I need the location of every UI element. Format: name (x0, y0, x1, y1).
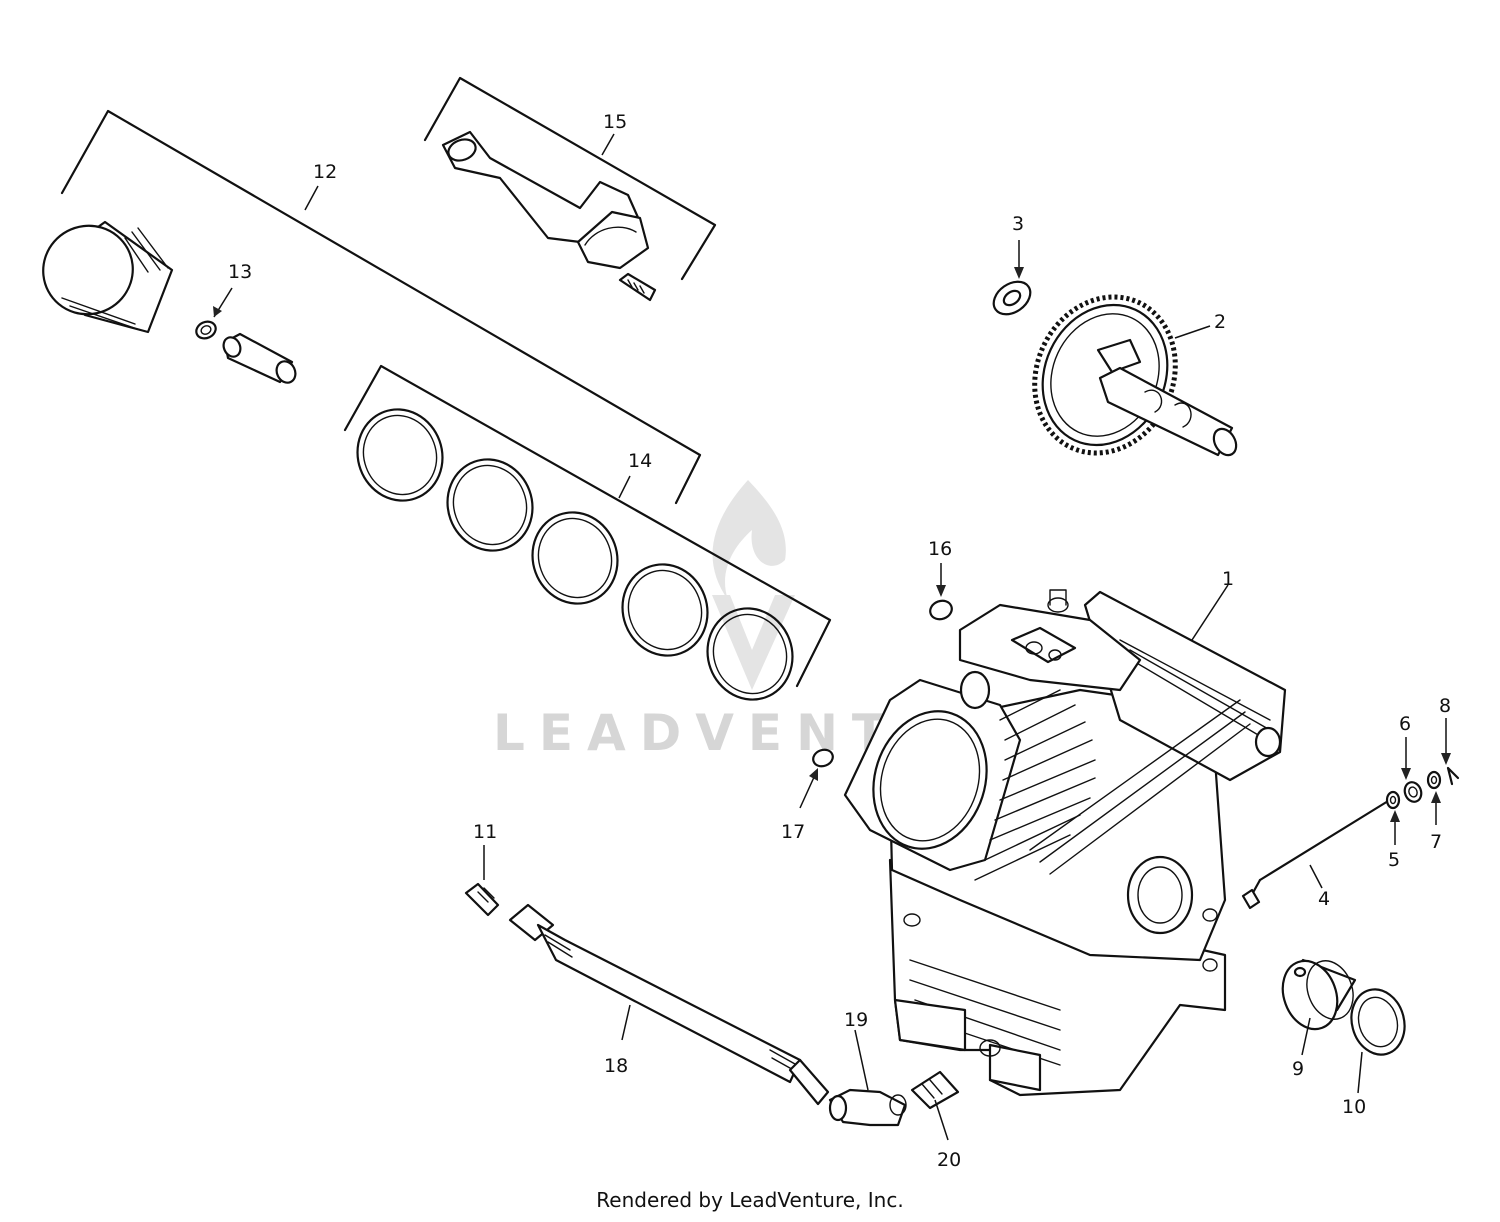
pin-8 (1441, 718, 1460, 786)
plug-17 (799, 748, 834, 809)
bushing-6 (1401, 737, 1423, 803)
callout-14: 14 (628, 450, 652, 472)
callout-15: 15 (603, 111, 627, 133)
fitting-20 (910, 1070, 960, 1141)
camshaft-washer (992, 240, 1032, 316)
callout-labels: 1 2 3 4 5 6 7 8 9 10 11 12 13 14 15 16 1… (228, 111, 1451, 1171)
fitting-11 (464, 845, 500, 917)
washer-7 (1426, 770, 1442, 825)
piston-pin-retainer (195, 287, 233, 340)
bracket-12 (60, 109, 702, 505)
connecting-rod (441, 130, 657, 302)
callout-1: 1 (1222, 568, 1234, 590)
callout-11: 11 (473, 821, 497, 843)
callout-6: 6 (1399, 713, 1411, 735)
elbow-19 (828, 1029, 907, 1127)
oil-tube (508, 903, 830, 1106)
callout-3: 3 (1012, 213, 1024, 235)
callout-2: 2 (1214, 311, 1226, 333)
callout-20: 20 (937, 1149, 961, 1171)
callout-4: 4 (1318, 888, 1330, 910)
callout-13: 13 (228, 261, 252, 283)
washer-5 (1385, 790, 1401, 845)
callout-19: 19 (844, 1009, 868, 1031)
camshaft (1032, 294, 1238, 457)
bracket-15 (423, 76, 717, 281)
callout-18: 18 (604, 1055, 628, 1077)
callout-9: 9 (1292, 1058, 1304, 1080)
callout-17: 17 (781, 821, 805, 843)
callout-8: 8 (1439, 695, 1451, 717)
piston-pin (222, 332, 297, 384)
callout-10: 10 (1342, 1096, 1366, 1118)
bearing-9 (1281, 958, 1357, 1056)
engine-block (843, 584, 1287, 1097)
bracket-14 (343, 364, 832, 688)
footer-credit: Rendered by LeadVenture, Inc. (596, 1188, 904, 1212)
seal-10 (1350, 988, 1406, 1094)
watermark-flame-logo (712, 480, 795, 690)
piston-rings (356, 408, 794, 701)
plug-16 (929, 563, 953, 621)
piston (42, 220, 174, 334)
callout-7: 7 (1430, 831, 1442, 853)
governor-rod (1241, 796, 1395, 910)
callout-16: 16 (928, 538, 952, 560)
callout-5: 5 (1388, 849, 1400, 871)
callout-12: 12 (313, 161, 337, 183)
